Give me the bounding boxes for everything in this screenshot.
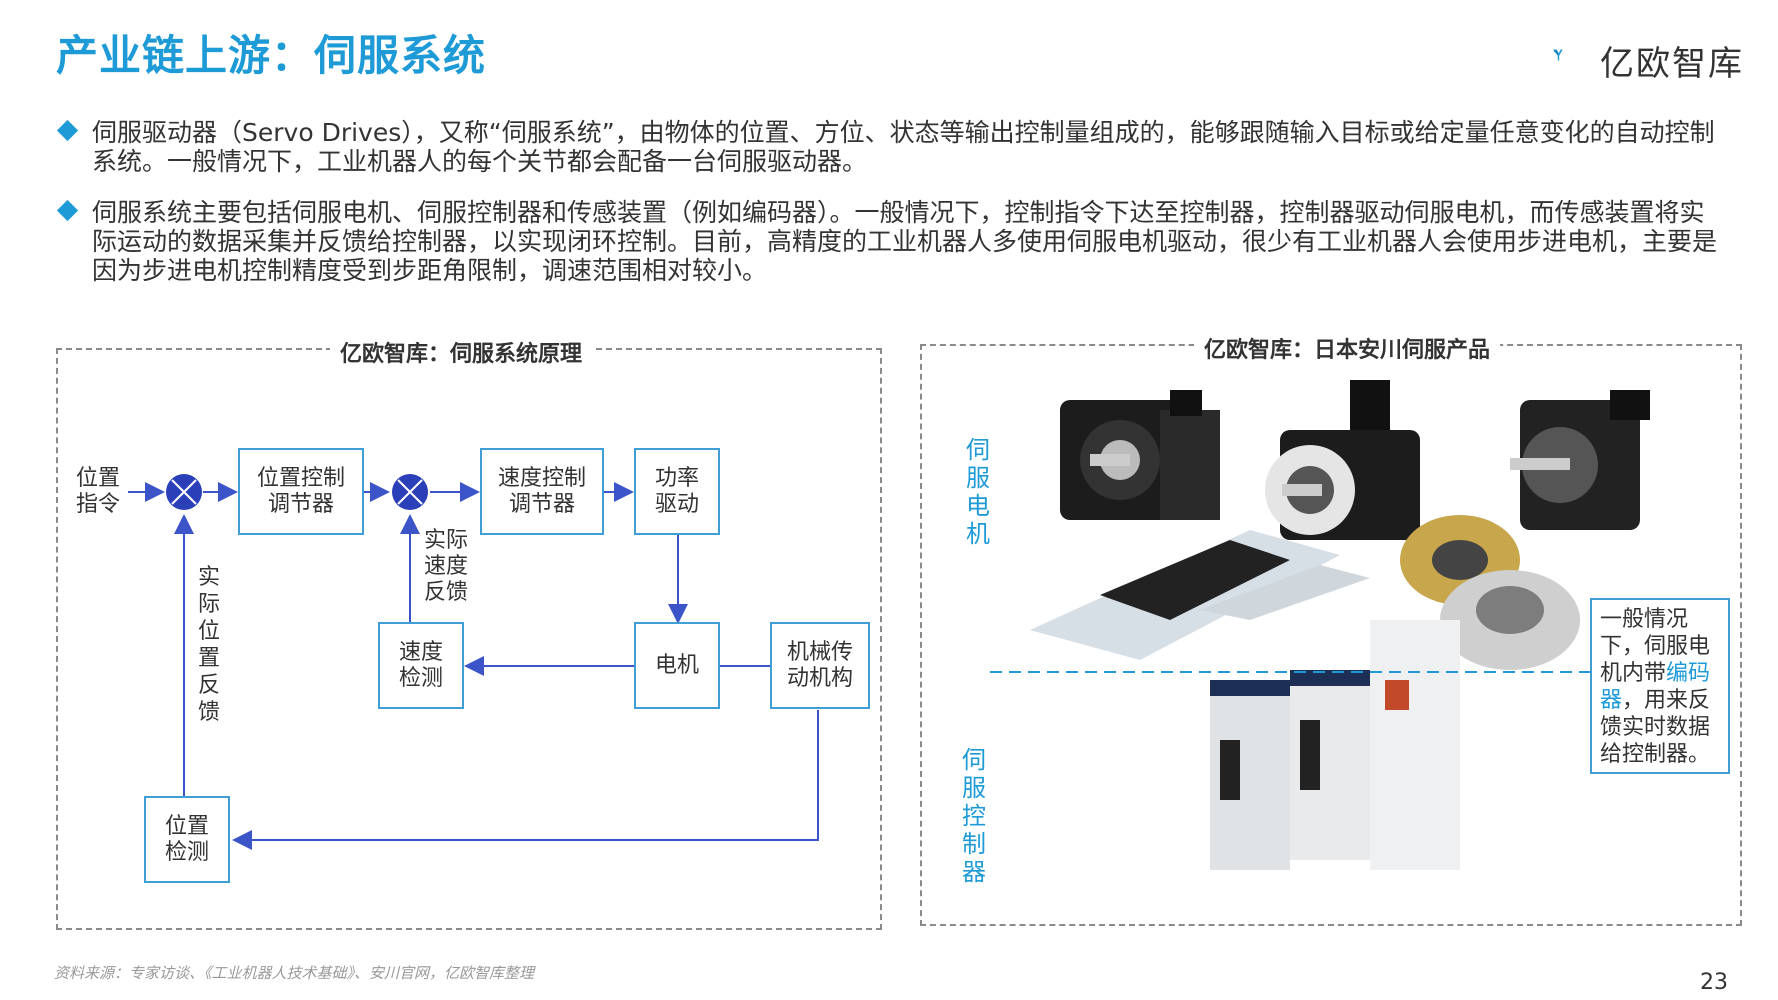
mechanical-transmission-box: 机械传 动机构 <box>770 622 870 709</box>
servo-controller-image <box>1210 620 1460 870</box>
motor-label: 电机 <box>654 652 699 678</box>
servo-motor-image <box>1060 390 1220 520</box>
summing-junction-icon <box>166 474 202 510</box>
position-detection-label: 位置 检测 <box>164 813 209 865</box>
yaskawa-products-title: 亿欧智库：日本安川伺服产品 <box>1194 332 1501 364</box>
position-detection-box: 位置 检测 <box>144 796 230 883</box>
yaskawa-product-images <box>1030 380 1650 870</box>
servo-controller-label: 伺服控制器 <box>962 746 986 886</box>
position-feedback-label: 实际位置反馈 <box>197 565 220 725</box>
motor-box: 电机 <box>634 622 720 709</box>
callout-text-post: ，用来反馈实时数据给控制器。 <box>1600 688 1711 767</box>
summing-junction-icon <box>392 474 428 510</box>
bullet-item: 伺服驱动器（Servo Drives），又称“伺服系统”，由物体的位置、方位、状… <box>56 118 1720 176</box>
speed-detection-box: 速度 检测 <box>378 622 464 709</box>
logo-text: 亿欧智库 <box>1600 44 1744 84</box>
encoder-image <box>1400 515 1580 670</box>
servo-principle-title: 亿欧智库：伺服系统原理 <box>330 336 593 368</box>
servo-motor-image <box>1265 380 1420 540</box>
encoder-callout: 一般情况下，伺服电机内带编码器，用来反馈实时数据给控制器。 <box>1590 598 1730 774</box>
source-note: 资料来源：专家访谈、《工业机器人技术基础》、安川官网，亿欧智库整理 <box>54 964 535 982</box>
position-command-label: 位置 指令 <box>75 466 120 517</box>
power-drive-label: 功率 驱动 <box>654 465 699 517</box>
position-controller-label: 位置控制 调节器 <box>256 465 345 517</box>
yiou-logo-icon <box>1552 49 1563 61</box>
speed-controller-label: 速度控制 调节器 <box>497 465 586 517</box>
callout-text-pre: 一般情况下，伺服电机内带 <box>1600 607 1711 686</box>
bullet-item: 伺服系统主要包括伺服电机、伺服控制器和传感装置（例如编码器）。一般情况下，控制指… <box>56 198 1720 285</box>
servo-motor-label: 伺服电机 <box>966 436 990 548</box>
divider-dashed-line <box>990 671 1590 673</box>
servo-motor-image <box>1510 390 1650 530</box>
speed-feedback-label: 实际 速度 反馈 <box>423 528 468 605</box>
linear-motor-image <box>1030 530 1370 660</box>
mechanical-transmission-label: 机械传 动机构 <box>786 639 853 691</box>
power-drive-box: 功率 驱动 <box>634 448 720 535</box>
speed-detection-label: 速度 检测 <box>398 639 443 691</box>
callout-highlight: 编码器 <box>1600 661 1711 713</box>
bullet-text: 伺服驱动器（Servo Drives），又称“伺服系统”，由物体的位置、方位、状… <box>92 118 1715 176</box>
speed-controller-box: 速度控制 调节器 <box>480 448 604 535</box>
position-controller-box: 位置控制 调节器 <box>238 448 364 535</box>
bullet-text: 伺服系统主要包括伺服电机、伺服控制器和传感装置（例如编码器）。一般情况下，控制指… <box>92 198 1718 285</box>
page-title: 产业链上游：伺服系统 <box>56 31 487 80</box>
page-number: 23 <box>1700 970 1728 995</box>
